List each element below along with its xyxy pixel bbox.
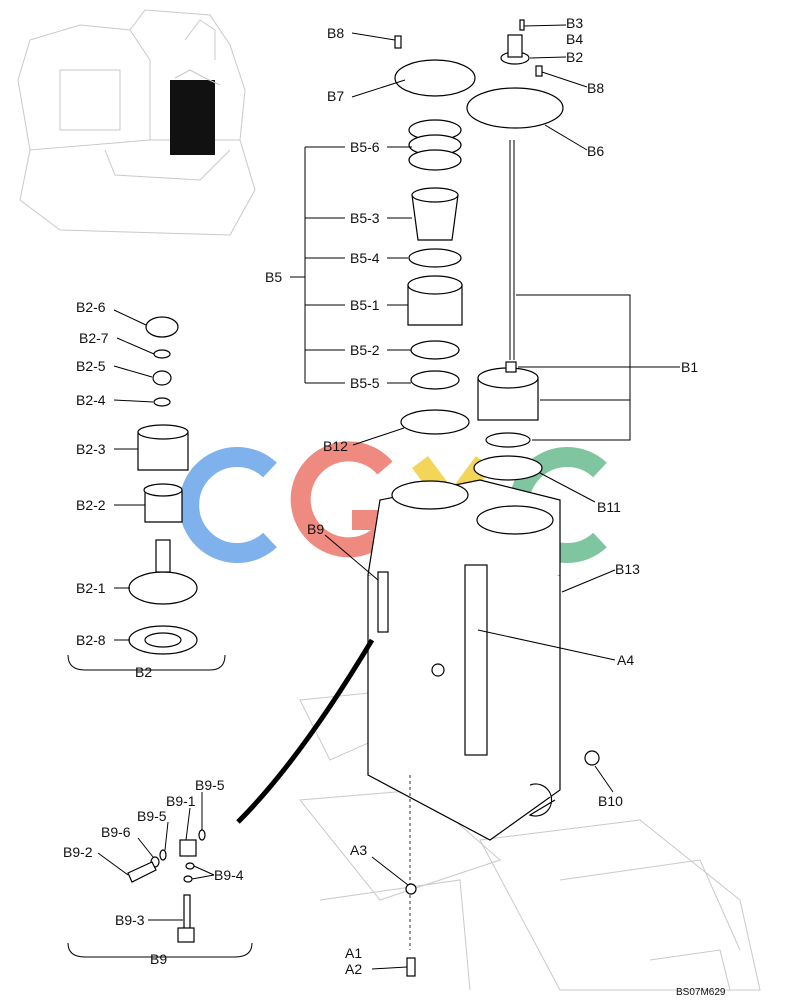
label-b2-7: B2-7 bbox=[79, 330, 109, 346]
b5-parts bbox=[400, 119, 470, 435]
hydraulic-tank bbox=[367, 479, 561, 950]
b2-parts bbox=[128, 316, 198, 655]
label-b9-5a: B9-5 bbox=[195, 777, 225, 793]
cover-plates bbox=[394, 34, 564, 481]
label-b8-right: B8 bbox=[587, 80, 604, 96]
label-b9-2: B9-2 bbox=[63, 844, 93, 860]
label-b9-group: B9 bbox=[150, 951, 167, 967]
label-b5-2: B5-2 bbox=[350, 342, 380, 358]
label-a2: A2 bbox=[345, 961, 362, 977]
label-b9-5b: B9-5 bbox=[137, 808, 167, 824]
label-b9-3: B9-3 bbox=[115, 912, 145, 928]
label-b2: B2 bbox=[566, 49, 583, 65]
label-a3: A3 bbox=[350, 842, 367, 858]
label-b2-4: B2-4 bbox=[76, 392, 106, 408]
excavator-overview bbox=[17, 9, 256, 236]
label-b9-6: B9-6 bbox=[101, 824, 131, 840]
label-b5-5: B5-5 bbox=[350, 375, 380, 391]
label-b2-group: B2 bbox=[135, 664, 152, 680]
b9-parts bbox=[127, 571, 389, 943]
label-b7: B7 bbox=[327, 88, 344, 104]
label-b10: B10 bbox=[598, 793, 623, 809]
label-b5-3: B5-3 bbox=[350, 210, 380, 226]
leader-lines bbox=[67, 24, 680, 970]
label-b9: B9 bbox=[307, 521, 324, 537]
callout-labels: B8 B7 B3 B4 B2 B8 B6 B5-6 B5-3 B5-4 B5 B… bbox=[63, 15, 698, 977]
label-b1: B1 bbox=[681, 359, 698, 375]
label-b6: B6 bbox=[587, 143, 604, 159]
label-b12: B12 bbox=[323, 438, 348, 454]
label-b5: B5 bbox=[265, 269, 282, 285]
drawing-code: BS07M629 bbox=[676, 987, 726, 998]
label-b5-1: B5-1 bbox=[350, 297, 380, 313]
label-b8-top: B8 bbox=[327, 25, 344, 41]
label-b4: B4 bbox=[566, 31, 583, 47]
label-b9-1: B9-1 bbox=[166, 793, 196, 809]
label-b3: B3 bbox=[566, 15, 583, 31]
label-a1: A1 bbox=[345, 945, 362, 961]
label-b2-6: B2-6 bbox=[76, 299, 106, 315]
label-b5-6: B5-6 bbox=[350, 139, 380, 155]
label-b2-5: B2-5 bbox=[76, 358, 106, 374]
label-b11: B11 bbox=[597, 499, 621, 515]
label-b13: B13 bbox=[615, 561, 640, 577]
frame-ghost bbox=[299, 689, 761, 991]
label-b9-4: B9-4 bbox=[214, 867, 244, 883]
label-b2-3: B2-3 bbox=[76, 441, 106, 457]
label-a4: A4 bbox=[617, 652, 634, 668]
label-b5-4: B5-4 bbox=[350, 250, 380, 266]
small-parts bbox=[394, 19, 600, 977]
highlighted-tank-icon bbox=[170, 80, 215, 155]
label-b2-1: B2-1 bbox=[76, 580, 106, 596]
label-b2-2: B2-2 bbox=[76, 497, 106, 513]
label-b2-8: B2-8 bbox=[76, 632, 106, 648]
